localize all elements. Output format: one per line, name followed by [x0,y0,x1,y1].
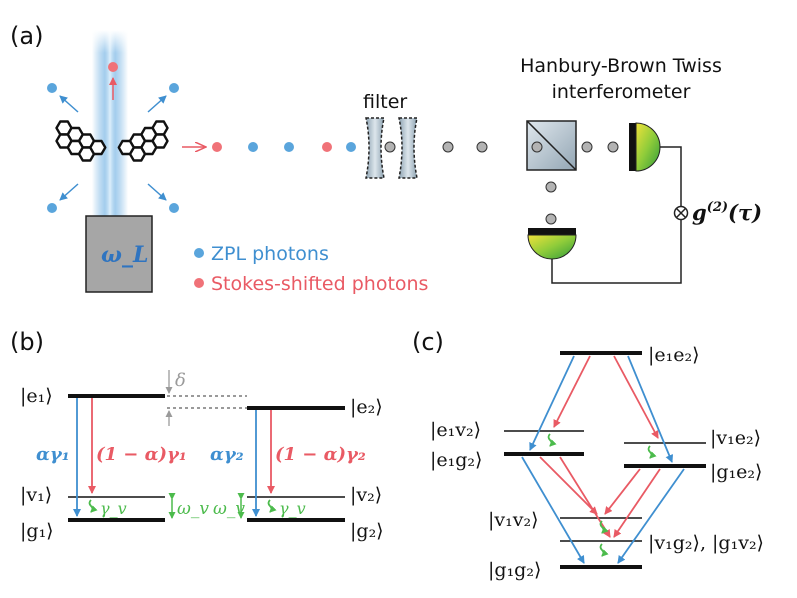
stokes-photon-up [108,62,118,72]
label-v1g2-g1v2: |v₁g₂⟩, |g₁v₂⟩ [648,532,764,554]
vib-relax-1-icon [88,499,98,513]
vib-rate-2: γ_v [279,499,306,518]
zpl-photon-ll [47,203,57,213]
legend-zpl-marker [194,248,204,258]
stream-photon [346,142,356,152]
detector-bottom-plate [528,228,576,235]
zpl-transition-g1e2-to-g1g2 [617,468,685,564]
laser-source [85,215,153,293]
vib-rate-1: γ_v [100,499,127,518]
molecule-ring [89,139,107,156]
zpl-photon-ul [47,83,57,93]
beam-splitter-diagonal [526,120,577,171]
zpl-photon-ur [169,83,179,93]
detector-wire-bottom [551,220,682,284]
filtered-photon [545,181,557,193]
label-e1: |e₁⟩ [20,385,53,407]
stream-photon [284,142,294,152]
detector-right-plate [629,123,636,171]
vib-relax-bottom-1-icon [599,520,609,534]
filter-label: filter [363,91,407,113]
label-v1: |v₁⟩ [20,484,52,506]
rate-stokes-1: (1 − α)γ₁ [96,444,187,465]
molecule-ring [117,139,136,156]
emission-arrow-ll [59,183,79,201]
label-e1g2: |e₁g₂⟩ [430,449,482,471]
legend-zpl-label: ZPL photons [211,243,329,265]
label-e1e2: |e₁e₂⟩ [648,344,700,366]
filter-plate-right [398,117,418,179]
laser-frequency-label: ω_L [101,242,148,268]
zpl-transition-e1e2-to-g1e2 [627,355,674,463]
label-g1g2: |g₁g₂⟩ [488,559,541,581]
zpl-photon-lr [169,203,179,213]
panel-a-label: (a) [10,22,43,50]
panel-b-label: (b) [10,328,44,356]
filtered-photon [384,141,396,153]
filtered-photon [531,141,543,153]
label-g1e2: |g₁e₂⟩ [710,461,762,483]
filtered-photon [545,213,557,225]
vib-energy-1-label: ω_v [177,499,209,519]
label-e2: |e₂⟩ [350,396,383,418]
legend-stokes-marker [194,278,204,288]
stokes-transition-e1g2-to-v1g2 [539,456,598,515]
label-v1e2: |v₁e₂⟩ [710,427,761,449]
panel-c: (c) |e₁e₂⟩ |e₁v₂⟩ |e₁g₂⟩ |v₁e₂⟩ |g₁e₂⟩ |… [412,328,764,581]
panel-b: (b) |e₁⟩ |v₁⟩ |g₁⟩ |e₂⟩ |v₂⟩ |g₂⟩ δ αγ₁ … [10,328,384,542]
rate-zpl-2: αγ₂ [210,444,244,465]
filter-plate-left [365,117,385,179]
molecule-right-icon [117,120,169,162]
label-e1v2: |e₁v₂⟩ [430,419,481,441]
detector-wire-right [660,146,682,206]
filtered-photon [607,141,619,153]
stokes-transition-g1e2-to-g1v2 [604,468,641,515]
zpl-transition-e1e2-to-e1g2 [529,355,575,451]
hbt-title-line2: interferometer [552,81,691,103]
stream-photon [322,142,332,152]
emission-arrow-ul [59,95,79,113]
stream-photon [248,142,258,152]
stokes-transition-g1e2-to-v1v2 [613,468,661,538]
detuning-label: δ [175,370,186,391]
stokes-transition-e1e2-to-v1e2 [613,355,659,439]
label-v1v2: |v₁v₂⟩ [488,509,539,531]
panel-c-label: (c) [412,328,444,356]
molecule-left-icon [55,120,107,162]
filtered-photon [442,141,454,153]
vib-relax-bottom-2-icon [599,543,609,557]
vib-relax-left-icon [547,433,557,447]
vib-energy-2-label: ω_v [213,499,245,519]
zpl-transition-e1g2-to-g1g2 [521,456,585,564]
stokes-transition-e1e2-to-e1v2 [553,355,591,428]
label-v2: |v₂⟩ [350,484,382,506]
detector-bottom-icon [527,234,577,260]
filtered-photon [581,141,593,153]
vib-relax-2-icon [267,499,277,513]
emission-arrow-lr [147,183,167,201]
filtered-photon [476,141,488,153]
label-g1: |g₁⟩ [20,520,54,542]
laser-beam [92,30,128,220]
rate-stokes-2: (1 − α)γ₂ [275,444,366,465]
emission-arrow-ur [147,95,167,113]
stream-photon [212,142,222,152]
legend-stokes-label: Stokes-shifted photons [211,273,428,295]
hbt-title-line1: Hanbury-Brown Twiss [520,55,722,77]
stokes-transition-e1g2-to-v1v2 [559,456,611,538]
vib-relax-right-icon [647,445,657,459]
panel-a: (a) ω_L filter H [10,22,762,295]
g2-label: g(2)(τ) [692,200,762,225]
detector-right-icon [635,122,661,172]
label-g2: |g₂⟩ [350,520,384,542]
rate-zpl-1: αγ₁ [36,444,70,465]
